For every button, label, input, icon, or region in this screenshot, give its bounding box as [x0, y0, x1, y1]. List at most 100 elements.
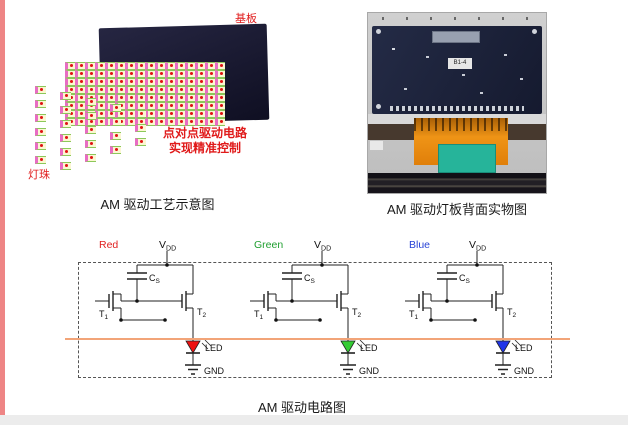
pcb-board: B1-4 — [372, 26, 542, 114]
led-cell — [115, 78, 125, 86]
led-cell — [75, 70, 85, 78]
led-cell — [105, 62, 115, 70]
led-cell — [205, 78, 215, 86]
led-bead — [110, 146, 121, 154]
led-cell — [165, 70, 175, 78]
led-cell — [155, 94, 165, 102]
left-edge-strip — [0, 0, 5, 425]
led-cell — [215, 94, 225, 102]
led-cell — [135, 70, 145, 78]
led-cell — [125, 94, 135, 102]
led-cell — [185, 118, 195, 126]
led-triangle — [340, 340, 356, 354]
led-cell — [215, 62, 225, 70]
led-cell — [135, 94, 145, 102]
t1-label: T1 — [409, 309, 419, 321]
led-cell — [95, 78, 105, 86]
led-cell — [165, 118, 175, 126]
led-cell — [185, 62, 195, 70]
flex-cable-traces — [414, 118, 508, 131]
led-cell — [185, 78, 195, 86]
led-cell — [135, 86, 145, 94]
white-tag — [370, 141, 383, 150]
pixel-circuit-red: Red VDD CS T1 T2 LED GND — [95, 239, 225, 376]
led-cell — [135, 78, 145, 86]
t2-transistor — [336, 291, 342, 311]
board-connector — [432, 31, 480, 43]
led-bead — [60, 134, 71, 142]
led-cell — [185, 70, 195, 78]
gnd-label: GND — [204, 366, 225, 376]
led-cell — [105, 86, 115, 94]
vdd-label: VDD — [159, 239, 176, 253]
led-cell — [135, 62, 145, 70]
led-cell — [145, 78, 155, 86]
led-cell — [175, 110, 185, 118]
t1-transistor — [263, 291, 269, 311]
led-cell — [85, 78, 95, 86]
led-cell — [175, 70, 185, 78]
led-cell — [195, 118, 205, 126]
circuit-panel: Red VDD CS T1 T2 LED GND Green VDD CS T1… — [65, 225, 570, 420]
screw-hole — [532, 29, 537, 34]
bottom-edge-strip — [0, 415, 628, 425]
led-bead — [135, 138, 146, 146]
led-emission-arrows — [511, 339, 522, 350]
led-cell — [125, 62, 135, 70]
led-cell — [215, 70, 225, 78]
gnd-icon — [495, 364, 511, 375]
led-cell — [85, 70, 95, 78]
process-panel: 基板 点对点驱动电路 实现精准控制 灯珠 AM 驱动工艺示意图 — [10, 10, 305, 220]
photo-panel: B1-4 AM 驱动灯板背面实物图 — [367, 12, 547, 218]
photo-markings — [382, 17, 532, 20]
gnd-icon — [340, 364, 356, 375]
led-cell — [145, 70, 155, 78]
led-cell — [75, 118, 85, 126]
gnd-icon — [185, 364, 201, 375]
led-cell — [145, 118, 155, 126]
led-cell — [95, 62, 105, 70]
led-cell — [165, 110, 175, 118]
led-cell — [185, 110, 195, 118]
screw-hole — [376, 104, 381, 109]
led-cell — [205, 86, 215, 94]
led-cell — [75, 102, 85, 110]
bead-label: 灯珠 — [28, 169, 50, 181]
led-cell — [215, 78, 225, 86]
circuit-dashed-border — [78, 262, 552, 378]
photo-caption: AM 驱动灯板背面实物图 — [386, 202, 528, 217]
led-cell — [95, 102, 105, 110]
led-cell — [195, 110, 205, 118]
board-sticker: B1-4 — [448, 58, 472, 69]
led-cell — [125, 102, 135, 110]
led-cell — [165, 102, 175, 110]
led-cell — [145, 102, 155, 110]
connector-pads — [390, 106, 524, 111]
cap-label: CS — [304, 273, 316, 285]
led-cell — [175, 62, 185, 70]
led-cell — [205, 110, 215, 118]
led-bead — [35, 128, 46, 136]
note-line-1: 点对点驱动电路 — [162, 126, 247, 140]
vdd-label: VDD — [314, 239, 331, 253]
led-cell — [215, 110, 225, 118]
led-cell — [85, 86, 95, 94]
led-bead — [35, 156, 46, 164]
circuit-caption: AM 驱动电路图 — [257, 400, 347, 415]
led-bead — [35, 100, 46, 108]
t2-transistor — [181, 291, 187, 311]
board-components — [392, 48, 395, 50]
led-cell — [175, 118, 185, 126]
led-cell — [155, 78, 165, 86]
led-cell — [105, 94, 115, 102]
led-bead — [35, 142, 46, 150]
pixel-circuit-green: Green VDD CS T1 T2 LED GND — [250, 239, 380, 376]
channel-label: Red — [99, 239, 118, 251]
vdd-label: VDD — [469, 239, 486, 253]
led-cell — [205, 62, 215, 70]
led-cell — [125, 118, 135, 126]
led-cell — [205, 70, 215, 78]
led-cell — [175, 94, 185, 102]
pcb-photo: B1-4 — [367, 12, 547, 194]
led-bead — [135, 110, 146, 118]
